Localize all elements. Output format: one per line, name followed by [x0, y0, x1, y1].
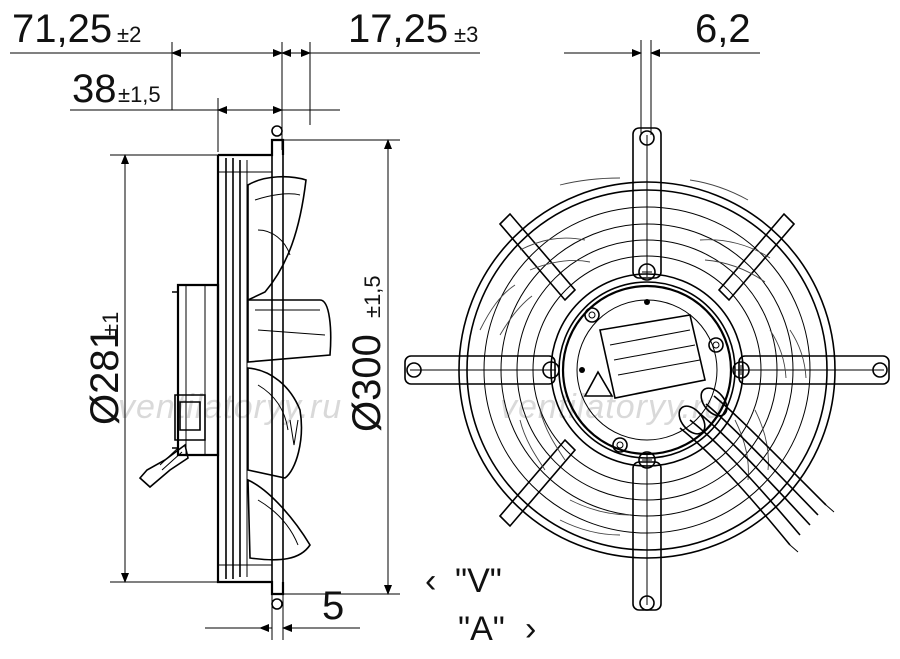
- view-a-label: "A": [458, 610, 505, 648]
- view-v-arrow: ‹: [425, 562, 436, 600]
- blade-hatching: [479, 177, 807, 536]
- dim-281-tol: ±1: [98, 312, 123, 336]
- dim-71-25: 71,25: [12, 7, 112, 51]
- dim-300-tol: ±1,5: [360, 275, 385, 318]
- dim-281: Ø281: [83, 327, 127, 425]
- dim-38-tol: ±1,5: [118, 82, 161, 107]
- dim-300: Ø300: [345, 334, 389, 432]
- view-v-label: "V": [455, 562, 502, 600]
- view-a-arrow: ›: [525, 610, 536, 648]
- side-view: 71,25 ±2 17,25 ±3 38 ±1,5 Ø281 ±1 Ø300 ±…: [10, 7, 536, 648]
- dim-71-25-tol: ±2: [117, 22, 141, 47]
- dim-17-25-tol: ±3: [454, 22, 478, 47]
- dim-5: 5: [322, 584, 344, 628]
- front-view: 6,2: [404, 7, 890, 611]
- dim-17-25: 17,25: [348, 7, 448, 51]
- watermark-left: ventilatoryy.ru: [118, 388, 342, 426]
- dim-38: 38: [72, 67, 117, 111]
- dim-6-2: 6,2: [695, 7, 751, 51]
